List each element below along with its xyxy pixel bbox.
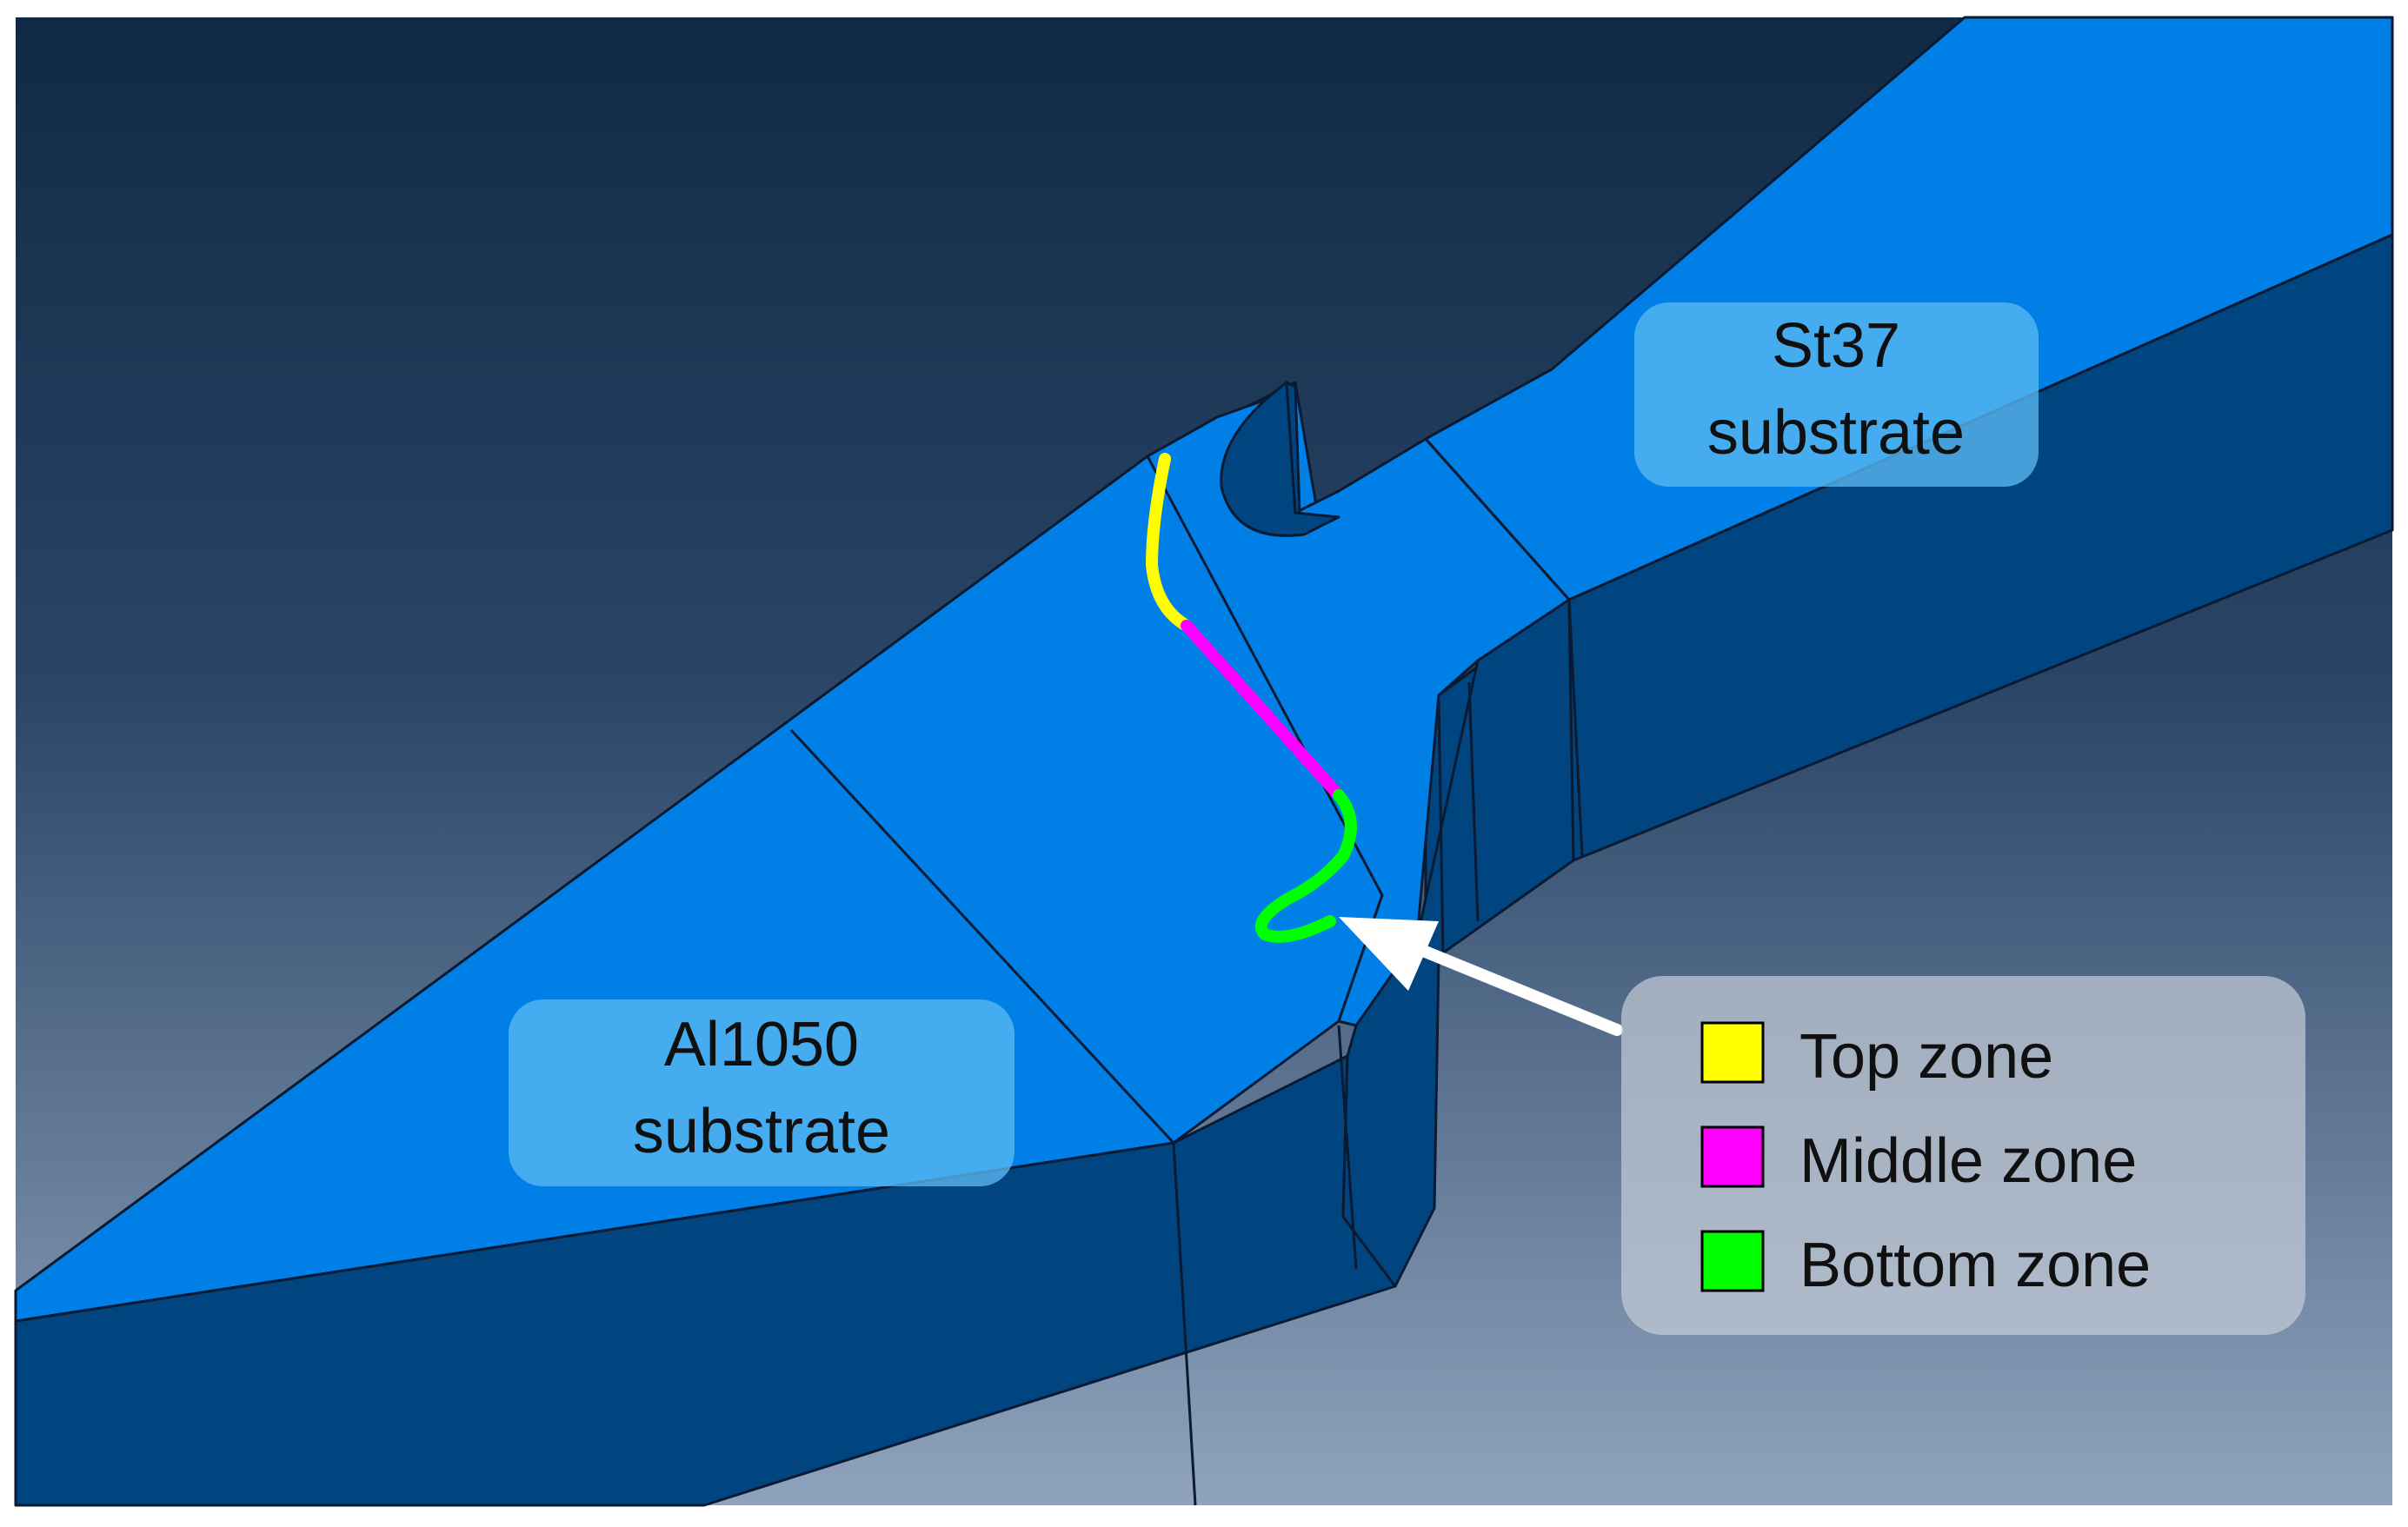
- bottom-zone-swatch: [1700, 1230, 1765, 1292]
- legend-item-label: Middle zone: [1799, 1126, 2137, 1196]
- al1050-label: Al1050 substrate: [509, 999, 1014, 1186]
- hook-notch: [1220, 381, 1340, 537]
- st37-label-line2: substrate: [1707, 398, 1965, 468]
- joint-vertical-edge-1: [1337, 1025, 1358, 1270]
- legend-item-middle-zone: Middle zone: [1700, 1125, 2137, 1196]
- legend-item-label: Top zone: [1799, 1022, 2053, 1092]
- al1050-label-line2: substrate: [633, 1097, 890, 1166]
- al1050-label-line1: Al1050: [664, 1010, 859, 1079]
- hook-notch-tip: [1285, 381, 1301, 515]
- st37-section-edge: [1424, 438, 1571, 601]
- st37-label: St37 substrate: [1634, 302, 2039, 487]
- legend-item-label: Bottom zone: [1799, 1231, 2151, 1300]
- legend-item-bottom-zone: Bottom zone: [1700, 1230, 2151, 1300]
- joint-vertical-edge-3: [1437, 699, 1445, 957]
- top-zone-curve: [1145, 453, 1193, 632]
- interface-curve: [1145, 453, 1357, 943]
- joint-vertical-edge-2: [1467, 681, 1480, 922]
- st37-label-box: [1634, 302, 2039, 487]
- st37-vertical-edge-1: [1567, 599, 1584, 857]
- pointer-arrow: [1339, 917, 1623, 1036]
- middle-zone-curve: [1181, 620, 1345, 801]
- al1050-section-vertical: [1172, 1142, 1197, 1506]
- al1050-section-edge: [789, 728, 1175, 1145]
- legend-box: [1621, 976, 2305, 1335]
- top-zone-swatch: [1700, 1021, 1765, 1084]
- al1050-label-box: [509, 999, 1014, 1186]
- bottom-zone-curve: [1254, 789, 1357, 943]
- legend: Top zone Middle zone Bottom zone: [1621, 976, 2305, 1335]
- legend-item-top-zone: Top zone: [1700, 1021, 2053, 1092]
- middle-zone-swatch: [1700, 1125, 1765, 1188]
- st37-label-line1: St37: [1772, 311, 1900, 381]
